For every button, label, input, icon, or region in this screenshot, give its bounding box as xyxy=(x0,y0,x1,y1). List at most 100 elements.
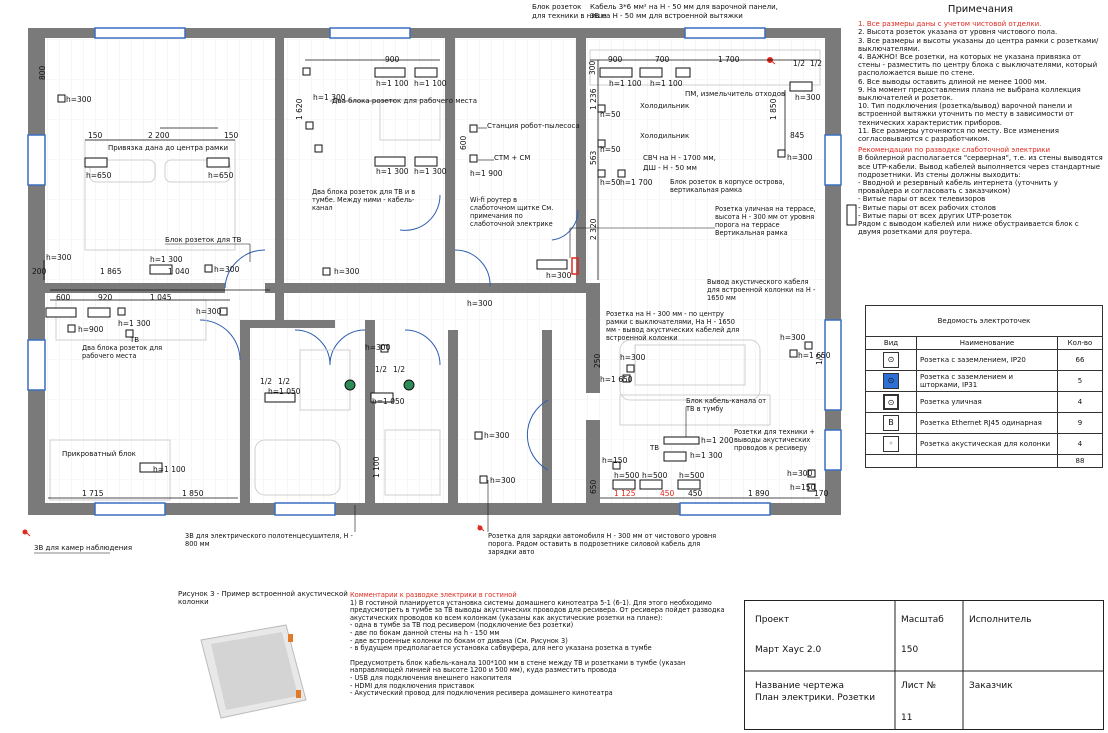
h-300n: h=300 xyxy=(546,271,572,280)
dim-450a: 450 xyxy=(660,489,675,498)
project-value: Март Хаус 2.0 xyxy=(755,645,822,655)
drawing-value: План электрики. Розетки xyxy=(755,693,876,703)
dim-150b: 150 xyxy=(224,131,239,140)
table-row: ⊙ Розетка с заземлением, IP20 66 xyxy=(865,349,1103,371)
h-50c: h=50 xyxy=(600,178,621,187)
h-150a: h=150 xyxy=(602,456,628,465)
top-label-1: Блок розеток xyxy=(532,3,581,11)
dim-half-e: 1/2 xyxy=(793,59,805,68)
label-wifi: Wi-fi роутер в слаботочном щитке См. при… xyxy=(470,196,553,228)
h-1650b: h=1 650 xyxy=(798,351,831,360)
title-block-grid xyxy=(745,601,1103,729)
dim-450b: 450 xyxy=(688,489,703,498)
comment-line: - одна в тумбе за ТВ под ресивером (подк… xyxy=(350,621,574,630)
dim-half-g: 1/2 xyxy=(815,353,824,365)
dim-700: 700 xyxy=(655,55,670,64)
label-tie-center: Привязка дана до центра рамки xyxy=(108,144,228,152)
socket-ip20-icon: ⊙ xyxy=(883,352,899,368)
h-300d: h=300 xyxy=(46,253,72,262)
label-car: Розетка для зарядки автомобиля Н - 300 м… xyxy=(488,532,716,556)
outdoor-socket-icon: ⊙ xyxy=(883,394,899,410)
h-300e: h=300 xyxy=(795,93,821,102)
h-50a: h=50 xyxy=(600,110,621,119)
dim-1700: 1 700 xyxy=(718,55,740,64)
h-1100c: h=1 100 xyxy=(609,79,642,88)
label-camera: 3В для камер наблюдения xyxy=(34,544,132,552)
dim-1715: 1 715 xyxy=(82,489,104,498)
h-50b: h=50 xyxy=(600,145,621,154)
comments-heading: Комментарии к разводке электрики в гости… xyxy=(350,591,517,599)
h-300j: h=300 xyxy=(484,431,510,440)
label-towel: 3В для электрического полотенцесушителя,… xyxy=(185,532,353,548)
h-150b: h=150 xyxy=(790,483,816,492)
table-cell-name: Розетка Ethernet RJ45 одинарная xyxy=(916,412,1058,434)
dim-half-a: 1/2 xyxy=(260,377,272,386)
customer-label: Заказчик xyxy=(969,681,1013,691)
h-300i: h=300 xyxy=(365,343,391,352)
table-total: 88 xyxy=(1057,454,1103,468)
label-tech-sockets: Розетки для техники + выводы акустически… xyxy=(734,428,815,452)
ethernet-socket-icon: B xyxy=(883,415,899,431)
dim-600b: 600 xyxy=(56,293,71,302)
dimension-lines xyxy=(43,59,820,499)
router-line-6: Рядом с выводом кабелей или ниже обустра… xyxy=(858,220,1079,237)
dim-300: 300 xyxy=(588,60,597,75)
dim-650: 650 xyxy=(589,479,598,494)
table-row: ⊙ Розетка уличная 4 xyxy=(865,391,1103,413)
label-tv2: ТВ xyxy=(649,444,659,452)
dim-1620: 1 620 xyxy=(295,98,304,120)
h-300c: h=300 xyxy=(334,267,360,276)
label-two-blocks-work: Два блока розеток для рабочего места xyxy=(332,97,477,105)
table-cell-name: Розетка с заземлением, IP20 xyxy=(916,349,1058,371)
comment-line: 1) В гостиной планируется установка сист… xyxy=(350,598,725,622)
dim-2200: 2 200 xyxy=(148,131,170,140)
h-1050b: h=1 050 xyxy=(372,397,405,406)
h-1300e: h=1 300 xyxy=(118,319,151,328)
dim-half-d: 1/2 xyxy=(393,365,405,374)
comment-line: - Акустический провод для подключения ре… xyxy=(350,689,613,698)
h-500b: h=500 xyxy=(642,471,668,480)
comment-line: - HDMI для подключения приставок xyxy=(350,681,475,690)
table-header-type: Вид xyxy=(865,336,917,350)
dim-2320: 2 320 xyxy=(589,218,598,240)
socket-shutter-ip31-icon: ⊙ xyxy=(883,373,899,389)
windows xyxy=(27,27,842,516)
dim-1045: 1 045 xyxy=(150,293,172,302)
h-1100b: h=1 100 xyxy=(414,79,447,88)
h-1300c: h=1 300 xyxy=(414,167,447,176)
table-cell-count: 9 xyxy=(1057,412,1103,434)
label-tv1: ТВ xyxy=(129,336,139,344)
dim-800: 800 xyxy=(38,65,47,80)
h-300g: h=300 xyxy=(467,299,493,308)
dim-920: 920 xyxy=(98,293,113,302)
h-1100a: h=1 100 xyxy=(376,79,409,88)
notes-title: Примечания xyxy=(947,4,1014,15)
note-item-2: 2. Высота розеток указана от уровня чист… xyxy=(858,28,1058,37)
router-heading: Рекомендации по разводке слаботочной эле… xyxy=(858,146,1051,155)
h-1900: h=1 900 xyxy=(470,169,503,178)
note-item-4: 4. ВАЖНО! Все розетки, на которых не ука… xyxy=(858,53,1098,78)
executor-label: Исполнитель xyxy=(969,615,1032,625)
h-1050a: h=1 050 xyxy=(268,387,301,396)
leader-lines xyxy=(34,100,715,554)
label-svch: СВЧ на Н - 1700 мм, xyxy=(643,154,716,162)
comment-line: - USB для подключения внешнего накопител… xyxy=(350,673,512,682)
switch-markers xyxy=(344,379,415,391)
notes-panel: Примечания 1. Все размеры даны с учетом … xyxy=(858,4,1103,237)
h-650b: h=650 xyxy=(208,171,234,180)
router-line-3: - Витые пары от всех телевизоров xyxy=(858,195,986,204)
note-item-6: 6. Все выводы оставить длиной не менее 1… xyxy=(858,77,1047,86)
dim-half-c: 1/2 xyxy=(375,365,387,374)
dim-half-b: 1/2 xyxy=(278,377,290,386)
top-label-3: Кабель 3*6 мм² на Н - 50 мм для варочной… xyxy=(590,3,778,11)
dim-900a: 900 xyxy=(385,55,400,64)
label-speaker-out: Вывод акустического кабеля для встроенно… xyxy=(707,278,815,302)
label-terrace: Розетка уличная на террасе, высота Н - 3… xyxy=(715,205,816,237)
h-1300f: h=1 300 xyxy=(690,451,723,460)
note-item-9: 9. На момент предоставления плана не выб… xyxy=(858,85,1081,103)
table-cell-name: Розетка с заземлением и шторками, IP31 xyxy=(916,370,1058,392)
dim-1865: 1 865 xyxy=(100,267,122,276)
dim-1236: 1 236 xyxy=(589,88,598,110)
comment-line: - в будущем предполагается установка саб… xyxy=(350,644,652,653)
scale-value: 150 xyxy=(901,645,919,655)
